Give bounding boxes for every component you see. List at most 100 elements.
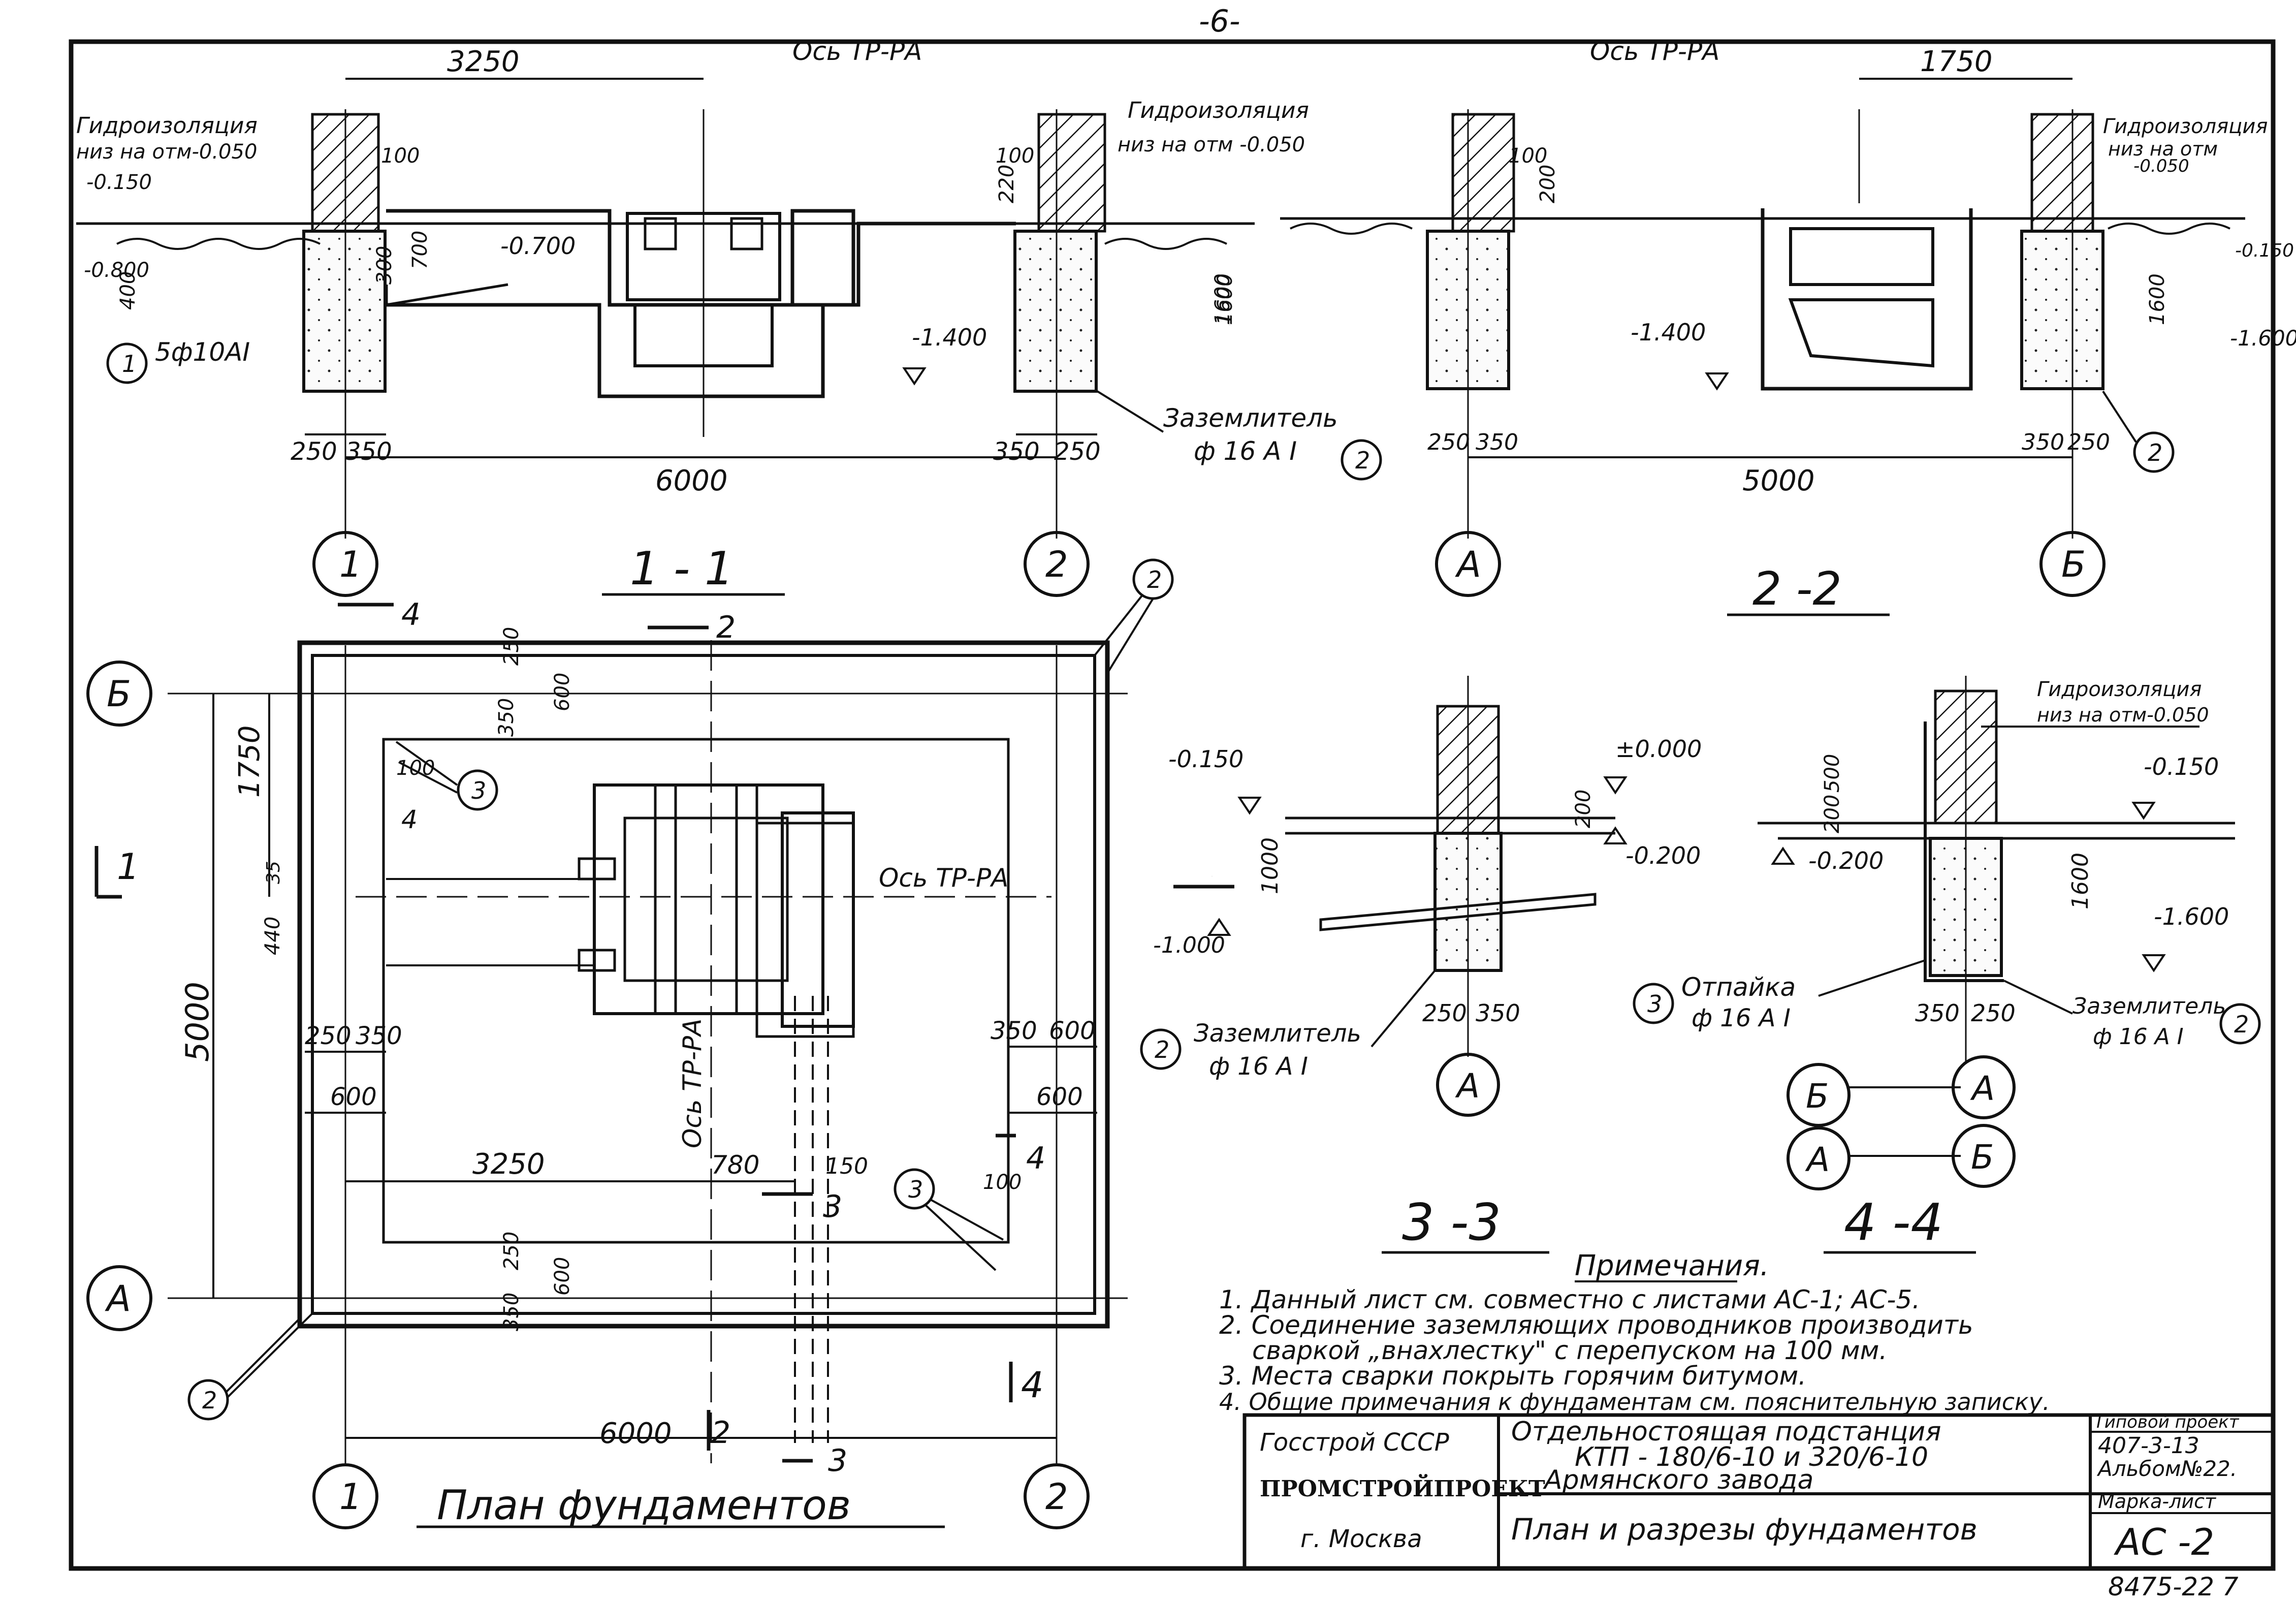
plan-callout-3b: 3 [908, 1176, 923, 1203]
axis-2-plan: 2 [1045, 1476, 1068, 1518]
hydro-2-3: -0.050 [2133, 156, 2189, 176]
mark-2: 2 [716, 610, 736, 645]
s44-pair2-right: Б [1971, 1138, 1994, 1177]
sheet-frame [69, 39, 2276, 1571]
plan-dim-350-r: 350 [991, 1017, 1037, 1045]
dim-1600-22a: 1600 [1229, 325, 1231, 326]
level-1600-22: -1.600 [2230, 326, 2296, 351]
section-1-1-title: 1 - 1 [630, 542, 734, 595]
note-3: 3. Места сварки покрыть горячим битумом. [1219, 1361, 1806, 1391]
dim-350b: 350 [993, 437, 1040, 466]
axis-1-top: 1 [339, 544, 362, 585]
s44-pair1-right: А [1970, 1069, 1995, 1108]
s44-dim-350: 350 [1915, 999, 1960, 1027]
note-1: 1. Данный лист см. совместно с листами А… [1219, 1285, 1920, 1314]
plan-axis-label-v: Ось ТР-РА [678, 1019, 707, 1148]
hydro-2-1: Гидроизоляция [2103, 115, 2268, 138]
axis-B-top: Б [2061, 544, 2086, 585]
s33-grounding-2: ф 16 А I [1209, 1052, 1308, 1081]
axis-A-top: А [1455, 544, 1481, 585]
plan-dim-350-top: 350 [495, 698, 518, 737]
dim-300: 300 [373, 246, 396, 285]
tb-sheet-name: План и разрезы фундаментов [1511, 1512, 1978, 1547]
plan-callout-3a: 3 [471, 777, 486, 804]
s44-dim-1600: 1600 [2067, 853, 2093, 909]
plan-dim-250-bot: 350 [500, 1293, 523, 1331]
s44-hydro-1: Гидроизоляция [2037, 678, 2202, 701]
s44-level-1600: -1.600 [2154, 903, 2229, 930]
dim-1600-22c: 1600 [1214, 273, 1237, 325]
level-0150-22: -0.150 [2235, 240, 2294, 261]
hydro-right-1: Гидроизоляция [1128, 98, 1309, 123]
axis-label: Ось ТР-РА [792, 37, 922, 66]
s33-axis-A: А [1455, 1066, 1480, 1106]
s33-level-1000: -1.000 [1153, 932, 1225, 958]
tb-project-label: Типовой проект [2094, 1412, 2240, 1432]
s33-title: 3 -3 [1402, 1192, 1501, 1252]
note-2: 2. Соединение заземляющих проводников пр… [1219, 1310, 1973, 1340]
s44-hydro-2: низ на отм-0.050 [2037, 704, 2209, 726]
dim-250b-22: 250 [2067, 429, 2110, 455]
s33-level-0200: -0.200 [1625, 842, 1701, 869]
plan-dim-600-r: 600 [1036, 1083, 1083, 1111]
s33-dim-200: 200 [1572, 790, 1595, 828]
plan-dim-780: 780 [711, 1150, 759, 1180]
dim-350-22: 350 [1476, 429, 1518, 455]
page-number: -6- [1199, 4, 1240, 39]
s33-dim-250: 250 [1422, 999, 1467, 1027]
dim-200-22: 200 [1536, 165, 1559, 203]
dim-400: 400 [116, 271, 140, 310]
dim-250b: 250 [1054, 437, 1101, 466]
tb-city: г. Москва [1300, 1525, 1422, 1553]
callout-2b: 2 [2148, 439, 2162, 466]
level-1400-22: -1.400 [1631, 319, 1706, 346]
dim-1600: 1600 [1211, 273, 1234, 325]
dim-250-22: 250 [1427, 429, 1470, 455]
dim-100-22: 100 [1509, 144, 1547, 168]
mark-4c: 4 [1026, 1141, 1045, 1176]
axis-1-plan: 1 [339, 1476, 362, 1518]
plan-dim-6000: 6000 [599, 1417, 672, 1450]
plan-dim-250-top: 250 [500, 627, 523, 666]
s44-grounding-1: Заземлитель [2072, 993, 2226, 1019]
s44-dim-250: 250 [1971, 999, 2016, 1027]
tb-mark: АС -2 [2114, 1521, 2214, 1563]
tb-title-3: Армянского завода [1543, 1465, 1813, 1495]
level-0700: -0.700 [500, 232, 576, 260]
plan-axis-label: Ось ТР-РА [879, 863, 1008, 893]
hydro-left-1: Гидроизоляция [76, 113, 258, 139]
level-0150: -0.150 [86, 171, 152, 194]
dim-1600-22b: 1600 [2146, 273, 2169, 325]
dim-350b-22: 350 [2022, 429, 2064, 455]
plan-dim-5000: 5000 [179, 982, 216, 1062]
tb-mark-label: Марка-лист [2098, 1490, 2217, 1513]
plan-dim-250-r: 600 [1049, 1017, 1096, 1045]
notes-title: Примечания. [1575, 1249, 1769, 1282]
dim-350: 350 [345, 437, 392, 466]
plan-title: План фундаментов [437, 1482, 851, 1529]
tb-album: Альбом№22. [2096, 1456, 2237, 1481]
s44-otpayka-2: ф 16 А I [1692, 1004, 1791, 1032]
notes: Примечания. 1. Данный лист см. совместно… [1219, 1249, 2050, 1416]
dim-220: 220 [995, 165, 1018, 203]
plan-dim-1750: 1750 [233, 725, 266, 798]
dim-6000: 6000 [655, 464, 728, 497]
plan-dim-3250: 3250 [472, 1148, 545, 1181]
s44-grounding-2: ф 16 А I [2093, 1024, 2184, 1050]
s33-callout-2: 2 [1155, 1036, 1169, 1063]
s33-mark-1: 3 -3 [1211, 876, 1213, 877]
level-1400: -1.400 [912, 324, 987, 351]
plan-dim-100a: 100 [396, 757, 435, 780]
s44-dim-200: 200 [1821, 795, 1844, 833]
sheet-code-bottom: 8475-22 7 [2108, 1572, 2239, 1601]
plan-dim-440: 440 [261, 917, 284, 955]
dim-250: 250 [291, 437, 337, 466]
mark-4: 4 [401, 597, 421, 633]
s33-dim-350: 350 [1476, 999, 1520, 1027]
note-2b: сваркой „внахлестку" с перепуском на 100… [1252, 1336, 1887, 1365]
plan-dim-600-top: 600 [551, 673, 574, 711]
tb-title-1: Отдельностоящая подстанция [1511, 1417, 1941, 1447]
s33-level-0150: -0.150 [1168, 745, 1243, 773]
plan-dim-100b: 100 [983, 1171, 1022, 1194]
s44-level-0150: -0.150 [2144, 753, 2219, 780]
